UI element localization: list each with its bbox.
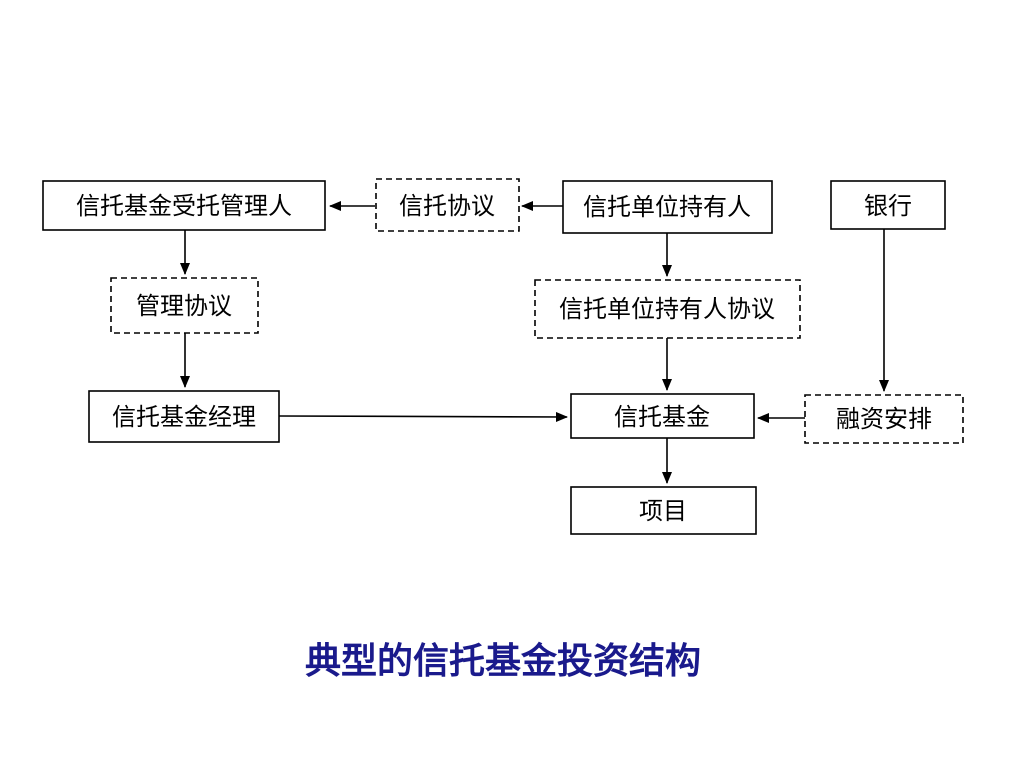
- management-agreement-box: 管理协议: [110, 277, 259, 334]
- fund-manager-box: 信托基金经理: [88, 390, 280, 443]
- unit-holder-box: 信托单位持有人: [562, 180, 773, 234]
- project-label: 项目: [639, 497, 687, 525]
- financing-box: 融资安排: [804, 394, 964, 444]
- financing-label: 融资安排: [836, 405, 932, 433]
- trust-agreement-label: 信托协议: [399, 192, 495, 220]
- trustee-label: 信托基金受托管理人: [76, 192, 292, 220]
- management-agreement-label: 管理协议: [136, 292, 232, 320]
- diagram-caption: 典型的信托基金投资结构: [305, 640, 701, 682]
- unit-holder-agreement-label: 信托单位持有人协议: [559, 295, 775, 323]
- bank-box: 银行: [830, 180, 946, 230]
- trustee-box: 信托基金受托管理人: [42, 180, 326, 231]
- unit-holder-agreement-box: 信托单位持有人协议: [534, 279, 801, 339]
- unit-holder-label: 信托单位持有人: [583, 193, 751, 221]
- trust-fund-label: 信托基金: [614, 403, 710, 431]
- trust-fund-box: 信托基金: [570, 393, 755, 439]
- arrow-manager-to-fund: [278, 411, 568, 422]
- trust-agreement-box: 信托协议: [375, 178, 520, 232]
- fund-manager-label: 信托基金经理: [112, 403, 256, 431]
- project-box: 项目: [570, 486, 757, 535]
- bank-label: 银行: [864, 192, 912, 220]
